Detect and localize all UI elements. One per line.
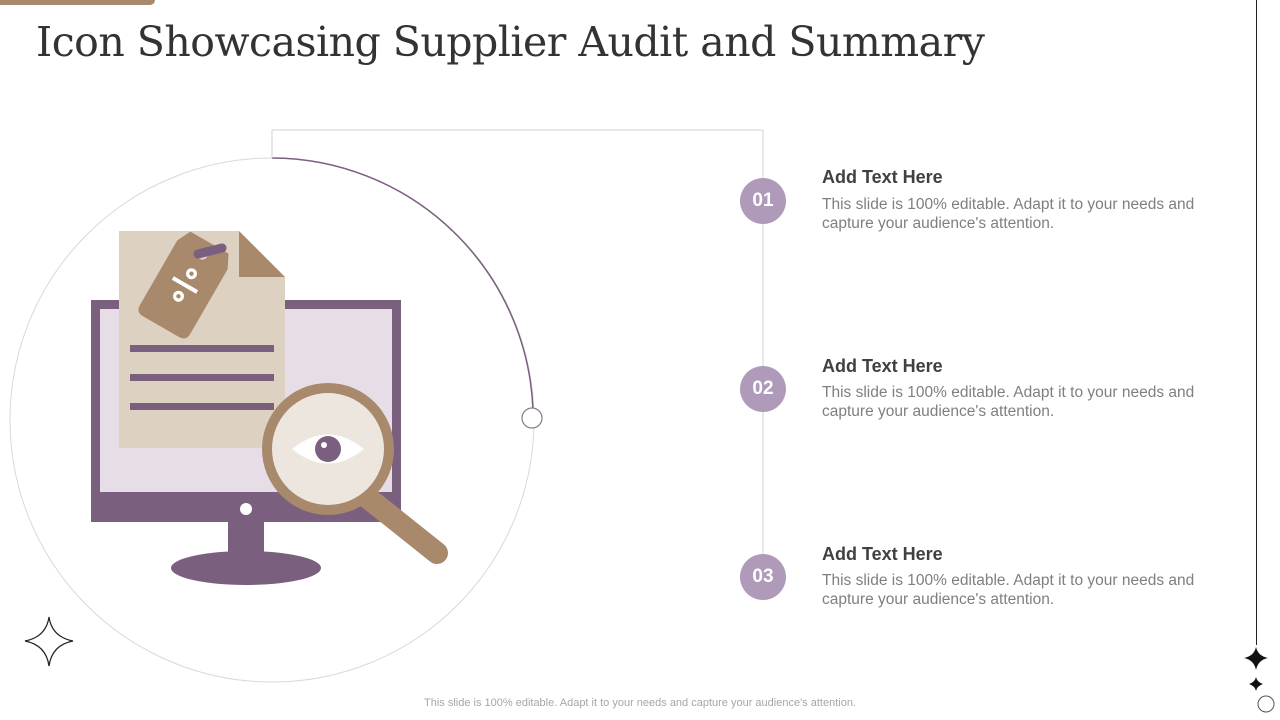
step-description-2: This slide is 100% editable. Adapt it to… <box>822 384 1195 420</box>
step-title-1: Add Text Here <box>822 167 943 187</box>
step-title-3: Add Text Here <box>822 544 943 564</box>
footer-note: This slide is 100% editable. Adapt it to… <box>424 697 856 709</box>
corner-ring <box>1257 695 1275 713</box>
sparkle-small-icon <box>1249 677 1263 691</box>
step-title-2: Add Text Here <box>822 356 943 376</box>
step-badge-2: 02 <box>740 366 786 412</box>
slide-title: Icon Showcasing Supplier Audit and Summa… <box>36 18 985 66</box>
right-divider-line <box>1256 0 1257 645</box>
magnifier-icon <box>262 383 448 564</box>
top-accent-bar <box>0 0 155 5</box>
progress-arc <box>271 157 534 411</box>
sparkle-large-icon <box>1244 647 1268 670</box>
step-badge-1: 01 <box>740 178 786 224</box>
step-description-1: This slide is 100% editable. Adapt it to… <box>822 196 1195 232</box>
price-tag-icon <box>138 231 229 339</box>
tag-string <box>193 243 227 259</box>
connector-line <box>271 129 763 158</box>
arc-end-ring <box>521 407 543 429</box>
sparkle-outline-icon <box>24 616 74 667</box>
step-description-3: This slide is 100% editable. Adapt it to… <box>822 572 1195 608</box>
step-badge-3: 03 <box>740 554 786 600</box>
eye-icon <box>292 434 364 464</box>
